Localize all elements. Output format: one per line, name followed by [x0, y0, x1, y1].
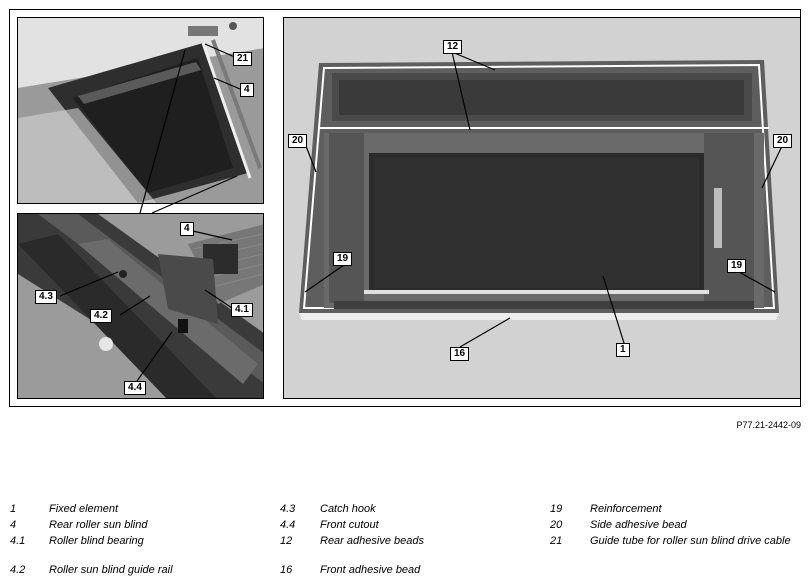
legend-number: 12: [280, 535, 293, 547]
legend-number: 4.3: [280, 503, 296, 515]
legend-text: Front adhesive bead: [320, 564, 421, 576]
callout-21: 21: [233, 52, 253, 66]
legend-text: Front cutout: [320, 519, 379, 531]
callout-4-2: 4.2: [90, 309, 112, 323]
legend-text: Rear roller sun blind: [49, 519, 148, 531]
callout-4-1: 4.1: [231, 303, 253, 317]
legend-text: Fixed element: [49, 503, 119, 515]
callout-16: 16: [450, 347, 470, 361]
figure-reference: P77.21-2442-09: [736, 420, 801, 430]
callout-20-right: 20: [773, 134, 793, 148]
legend-number: 4.4: [280, 519, 296, 531]
callout-20-left: 20: [288, 134, 308, 148]
callout-19-left: 19: [333, 252, 353, 266]
legend-number: 21: [550, 535, 563, 547]
callout-4-3: 4.3: [35, 290, 57, 304]
callout-4-detail: 4: [180, 222, 194, 236]
legend-text: Roller sun blind guide rail: [49, 564, 173, 576]
legend-text: Catch hook: [320, 503, 376, 515]
callout-19-right: 19: [727, 259, 747, 273]
legend-number: 4.2: [10, 564, 26, 576]
legend-text: Reinforcement: [590, 503, 662, 515]
callout-1: 1: [616, 343, 630, 357]
photo-fixed-element: [283, 17, 801, 399]
legend-text: Roller blind bearing: [49, 535, 144, 547]
callout-12: 12: [443, 40, 463, 54]
callout-4: 4: [240, 83, 254, 97]
legend-text: Rear adhesive beads: [320, 535, 424, 547]
legend-number: 4.1: [10, 535, 26, 547]
legend-number: 19: [550, 503, 563, 515]
legend-text: Side adhesive bead: [590, 519, 687, 531]
legend-text: Guide tube for roller sun blind drive ca…: [590, 535, 791, 547]
legend-number: 16: [280, 564, 293, 576]
legend-number: 20: [550, 519, 563, 531]
legend-number: 4: [10, 519, 17, 531]
photo-roller-blind-detail: [17, 213, 264, 399]
photo-roof-opening: [17, 17, 264, 204]
legend-number: 1: [10, 503, 17, 515]
callout-4-4: 4.4: [124, 381, 146, 395]
